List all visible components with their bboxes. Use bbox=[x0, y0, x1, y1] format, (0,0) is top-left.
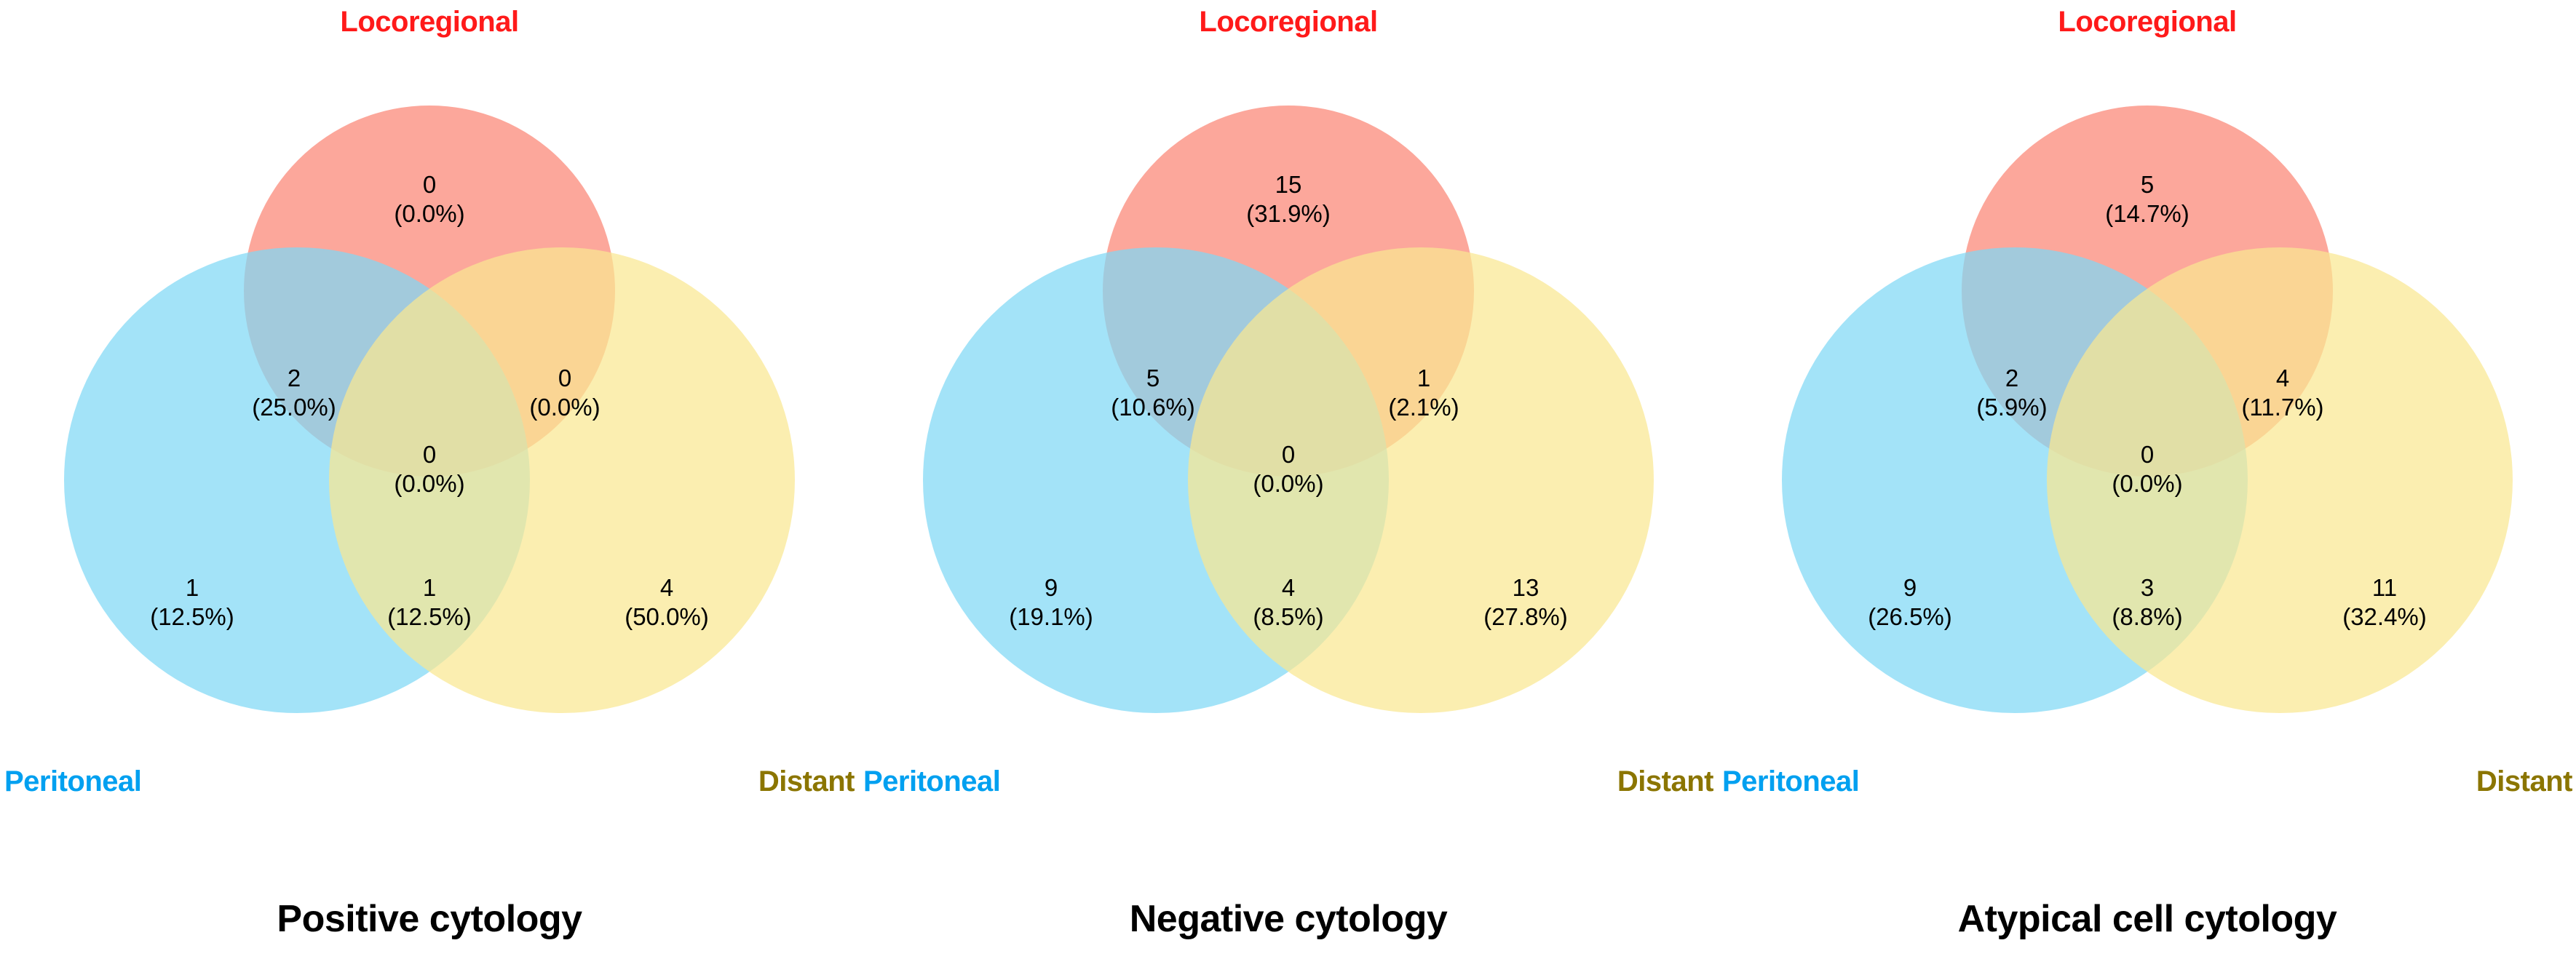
venn-panel-negative-cytology: Locoregional Peritoneal Distant 15 (31.9… bbox=[859, 0, 1718, 967]
panel-caption: Positive cytology bbox=[277, 898, 582, 940]
set-label-locoregional: Locoregional bbox=[2058, 6, 2237, 38]
venn-svg bbox=[1782, 106, 2513, 713]
venn-circles-area bbox=[1718, 29, 2576, 786]
set-label-locoregional: Locoregional bbox=[1199, 6, 1378, 38]
set-label-peritoneal: Peritoneal bbox=[1722, 765, 1860, 797]
panel-caption: Negative cytology bbox=[1129, 898, 1448, 940]
set-label-peritoneal: Peritoneal bbox=[863, 765, 1001, 797]
venn-svg bbox=[64, 106, 795, 713]
set-label-locoregional: Locoregional bbox=[340, 6, 519, 38]
venn-panel-atypical-cell-cytology: Locoregional Peritoneal Distant 5 (14.7%… bbox=[1718, 0, 2576, 967]
venn-circles-area bbox=[0, 29, 859, 786]
venn-panel-positive-cytology: Locoregional Peritoneal Distant 0 (0.0%)… bbox=[0, 0, 859, 967]
set-label-peritoneal: Peritoneal bbox=[4, 765, 142, 797]
set-label-distant: Distant bbox=[758, 765, 855, 797]
set-label-distant: Distant bbox=[2476, 765, 2573, 797]
panel-caption: Atypical cell cytology bbox=[1957, 898, 2337, 940]
circle-distant bbox=[1188, 247, 1654, 713]
venn-circles-area bbox=[859, 29, 1718, 786]
circle-distant bbox=[2047, 247, 2513, 713]
circle-distant bbox=[329, 247, 795, 713]
venn-svg bbox=[923, 106, 1654, 713]
set-label-distant: Distant bbox=[1617, 765, 1714, 797]
